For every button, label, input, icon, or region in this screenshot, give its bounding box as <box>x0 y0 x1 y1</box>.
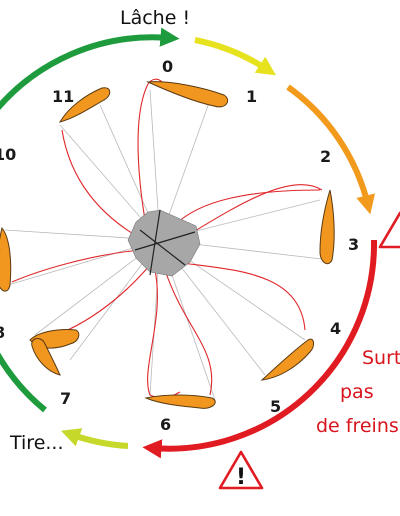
warning-icon-mark: ! <box>236 465 246 490</box>
position-2: 2 <box>320 147 331 166</box>
note-line-2: pas <box>340 381 374 403</box>
wing-11 <box>58 87 111 123</box>
pull-label: Tire... <box>9 432 64 454</box>
wing-0 <box>146 81 229 108</box>
arc-orange-right <box>286 84 376 215</box>
position-9: 9 <box>0 241 1 260</box>
no-brakes-note: Surtout pas de freins ! <box>316 347 400 437</box>
position-4: 4 <box>330 319 341 338</box>
position-6: 6 <box>160 415 171 434</box>
arc-green-bottom <box>0 352 47 413</box>
arc-yellow-bottom <box>60 428 129 449</box>
position-7: 7 <box>60 389 71 408</box>
note-line-3: de freins ! <box>316 415 400 437</box>
position-10: 10 <box>0 145 16 164</box>
center-pilot <box>127 209 201 277</box>
wing-3 <box>319 189 335 265</box>
wing-9 <box>0 226 12 292</box>
wing-profiles <box>0 81 335 409</box>
arc-yellow-top <box>194 37 277 76</box>
warning-icon-right <box>378 211 400 249</box>
warning-icon-bottom: ! <box>218 450 264 490</box>
wing-5 <box>260 338 315 381</box>
position-8: 8 <box>0 323 5 342</box>
position-5: 5 <box>270 397 281 416</box>
note-line-1: Surtout <box>362 347 400 369</box>
cycle-arcs <box>0 27 378 459</box>
arc-green-top <box>0 27 180 111</box>
wing-7 <box>31 338 61 376</box>
position-3: 3 <box>348 235 359 254</box>
release-label: Lâche ! <box>120 7 190 29</box>
arc-red-right <box>142 239 378 459</box>
position-1: 1 <box>246 87 257 106</box>
position-11: 11 <box>52 87 74 106</box>
wing-6 <box>144 394 216 409</box>
position-0: 0 <box>162 57 173 76</box>
position-numbers: 0 1 2 3 4 5 6 7 8 9 10 11 <box>0 57 359 434</box>
